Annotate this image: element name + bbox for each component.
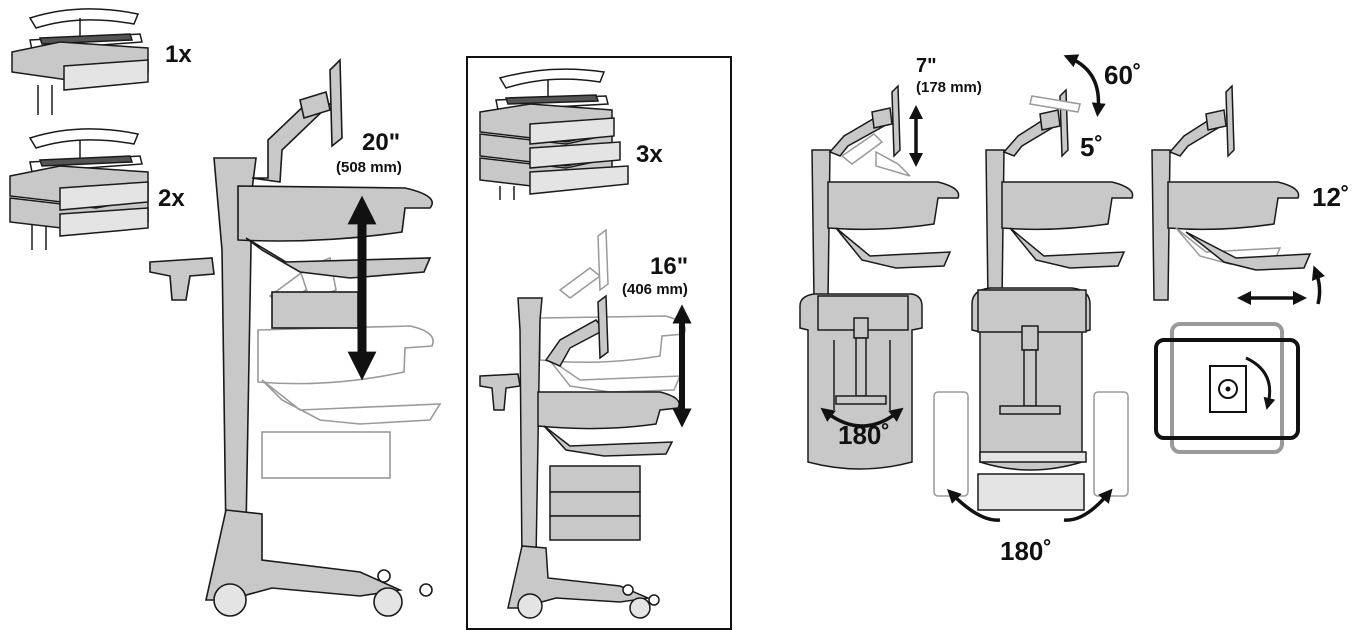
tilt-down-label: 5˚ [1080,132,1103,162]
drawer-3x-label: 3x [636,141,663,168]
keyboard-top-view [933,287,1129,511]
height-short-mm-label: (406 mm) [622,281,688,298]
monitor-height-in-label: 7" [916,55,937,77]
drawer-2x-label: 2x [158,185,185,212]
drawer-1x-label: 1x [165,41,192,68]
monitor-height-mm-label: (178 mm) [916,79,982,96]
monitor-tilt-arrow-icon [1063,54,1106,117]
monitor-height-view [811,84,960,301]
worksurface-top-view [799,293,923,470]
tilt-up-label: 60˚ [1104,60,1142,90]
height-tall-in-label: 20" [362,129,400,156]
keyboard-tilt-view [1151,84,1312,301]
swivel-keyboard-label: 180˚ [1000,536,1052,566]
keyboard-tilt-arrow-icon [1311,265,1326,305]
rotate-arrow-icon [1245,356,1276,410]
swivel-worksurface-label: 180˚ [838,420,890,450]
keyboard-tilt-label: 12˚ [1312,182,1350,212]
drawer-1x-illustration [11,8,149,115]
drawer-3x-illustration [479,68,629,200]
keyboard-swivel-left-arrow-icon [947,489,1001,522]
keyboard-swivel-right-arrow-icon [1063,488,1113,522]
height-tall-mm-label: (508 mm) [336,159,402,176]
height-short-in-label: 16" [650,253,688,280]
main-cart-illustration [149,58,442,617]
drawer-2x-illustration [9,128,149,250]
monitor-rotation-view [1154,322,1300,454]
worksurface-swivel-arrow-icon [820,407,904,428]
compact-cart-panel [466,56,732,630]
monitor-tilt-view [985,88,1134,301]
